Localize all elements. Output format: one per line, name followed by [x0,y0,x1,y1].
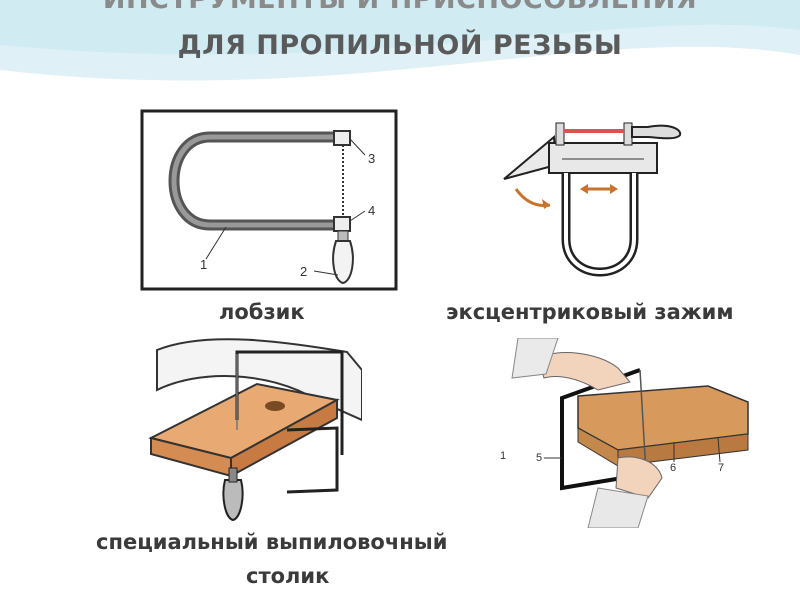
sawing-process-figure: 1 5 6 7 [498,338,753,528]
header-wave-decoration [0,0,800,81]
sawing-table-caption-line2: столик [246,564,330,588]
sawing-callout-6: 6 [670,462,677,474]
sawing-callout-1: 1 [500,450,507,462]
jigsaw-callout-4: 4 [368,203,376,218]
sawing-table-figure [137,330,362,525]
jigsaw-caption: лобзик [219,300,305,324]
slide-title-line2: ДЛЯ ПРОПИЛЬНОЙ РЕЗЬБЫ [177,30,623,61]
eccentric-clamp-figure [494,107,688,293]
jigsaw-callout-2: 2 [300,264,308,279]
slide-title-line1: ИНСТРУМЕНТЫ И ПРИСПОСОБЛЕНИЯ [0,0,800,15]
sawing-callout-7: 7 [718,462,725,474]
eccentric-clamp-caption: эксцентриковый зажим [446,300,734,324]
jigsaw-callout-3: 3 [368,151,376,166]
sawing-table-caption-line1: специальный выпиловочный [96,530,448,554]
jigsaw-callout-1: 1 [200,257,208,272]
sawing-callout-5: 5 [536,452,543,464]
jigsaw-figure: 1 2 3 4 [140,109,398,291]
